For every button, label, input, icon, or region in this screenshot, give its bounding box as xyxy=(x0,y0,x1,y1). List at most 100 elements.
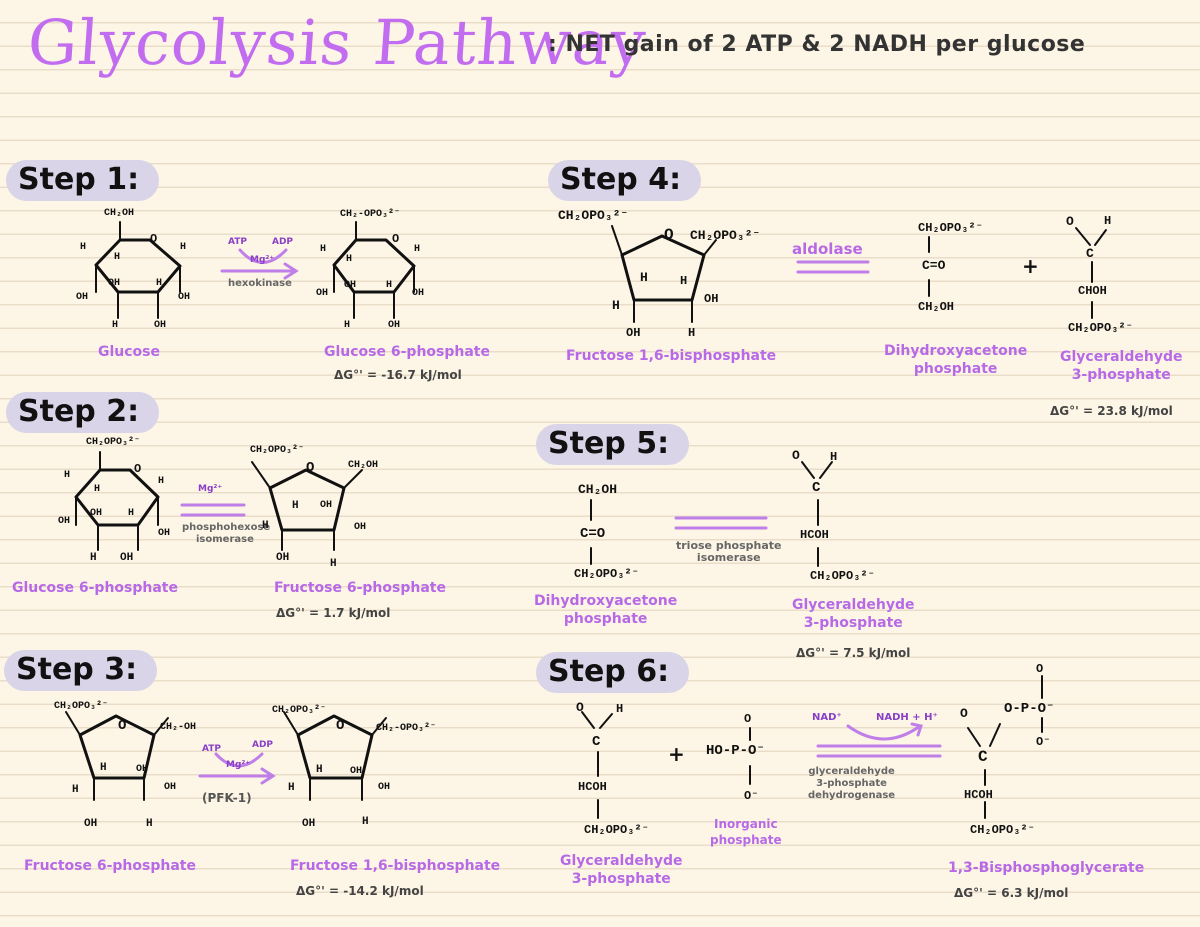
atom-oh: OH xyxy=(316,288,329,299)
step3-ring-oxygen: O xyxy=(118,718,127,734)
atom-h: H xyxy=(112,320,119,331)
step2-ring-oxygen: O xyxy=(134,462,142,476)
atom-c: C xyxy=(978,748,988,766)
atom-h: H xyxy=(320,244,327,255)
atom-oh: OH xyxy=(154,320,167,331)
atom-h: H xyxy=(158,476,165,487)
step6-reactant2-name: Inorganic phosphate xyxy=(710,816,782,848)
step6-reactant2-line1: Inorganic xyxy=(713,817,778,831)
atom-h: H xyxy=(316,764,323,776)
plus-sign: + xyxy=(1022,254,1039,278)
step6-g3p-line2: CH₂OPO₃²⁻ xyxy=(584,823,649,837)
step5-dhap-line3: CH₂OPO₃²⁻ xyxy=(574,567,639,581)
step6-bpg-phosphate: O-P-O⁻ xyxy=(1004,701,1055,717)
step3-label: Step 3: xyxy=(4,650,158,691)
atom-h: H xyxy=(80,242,87,253)
step4-product2-line1: Glyceraldehyde xyxy=(1060,349,1183,365)
step1-ring-oxygen: O xyxy=(150,232,158,246)
atom-h: H xyxy=(100,762,107,774)
step6-enzyme: glyceraldehyde 3-phosphate dehydrogenase xyxy=(808,766,895,802)
step4-reactant-name: Fructose 1,6-bisphosphate xyxy=(566,348,777,364)
atom-h: H xyxy=(386,280,393,291)
atom-h: H xyxy=(1104,214,1112,228)
atom-oh: OH xyxy=(344,280,357,291)
step2-delta-g: ΔG°' = 1.7 kJ/mol xyxy=(276,606,391,620)
atom-o: O xyxy=(792,448,800,463)
step1-enzyme: hexokinase xyxy=(228,278,292,289)
step4-product1-name: Dihydroxyacetone phosphate xyxy=(884,342,1027,378)
step6-reactant1-name: Glyceraldehyde 3-phosphate xyxy=(560,852,683,888)
atom-h: H xyxy=(292,500,299,512)
step6-enzyme-line2: 3-phosphate xyxy=(816,778,887,789)
atom-h: H xyxy=(262,520,269,532)
atom-oh: OH xyxy=(178,292,191,303)
atom-h: H xyxy=(344,320,351,331)
atom-c: C xyxy=(812,480,821,496)
step2-label: Step 2: xyxy=(6,392,160,433)
atom-o: O xyxy=(744,712,752,726)
atom-c: C xyxy=(1086,246,1094,261)
step5-product-line2: 3-phosphate xyxy=(803,615,903,631)
step6-cofactor-out: NADH + H⁺ xyxy=(876,712,938,723)
atom-oh: OH xyxy=(58,516,71,527)
atom-h: H xyxy=(362,816,369,828)
step2-g6p-ring xyxy=(74,468,160,527)
atom-h: H xyxy=(90,552,97,564)
atom-o: O xyxy=(576,700,584,715)
step3-product-left-group: CH₂OPO₃²⁻ xyxy=(272,705,327,716)
atom-h: H xyxy=(616,702,624,716)
step4-f16bp-ring xyxy=(620,234,706,302)
atom-o-minus: O⁻ xyxy=(744,789,759,803)
atom-oh: OH xyxy=(120,552,134,564)
step4-product2-name: Glyceraldehyde 3-phosphate xyxy=(1060,348,1183,384)
atom-oh: OH xyxy=(108,278,121,289)
step2-product-name: Fructose 6-phosphate xyxy=(274,580,446,596)
step6-bpg-line2: CH₂OPO₃²⁻ xyxy=(970,823,1035,837)
atom-oh: OH xyxy=(320,500,333,511)
step1-reactant-name: Glucose xyxy=(98,344,161,360)
step4-delta-g: ΔG°' = 23.8 kJ/mol xyxy=(1050,404,1173,418)
step3-product-ring-oxygen: O xyxy=(336,718,345,734)
atom-oh: OH xyxy=(276,552,290,564)
step1-label: Step 1: xyxy=(6,160,160,201)
step1-reactant-top-group: CH₂OH xyxy=(104,208,135,219)
step3-reactant-right-group: CH₂-OH xyxy=(160,722,197,733)
step5-reactant-line1: Dihydroxyacetone xyxy=(534,593,678,609)
step3-product-name: Fructose 1,6-bisphosphate xyxy=(290,858,501,874)
atom-h: H xyxy=(288,782,295,794)
atom-oh: OH xyxy=(704,292,719,306)
step6-g3p-line1: HCOH xyxy=(578,780,607,794)
atom-oh: OH xyxy=(302,818,316,830)
atom-h: H xyxy=(346,254,353,265)
step4-dhap-line3: CH₂OH xyxy=(918,300,955,314)
step6-reactant2-line2: phosphate xyxy=(710,833,782,847)
atom-c: C xyxy=(592,734,601,750)
page-subtitle: : NET gain of 2 ATP & 2 NADH per glucose xyxy=(548,32,1086,57)
step5-g3p-line2: CH₂OPO₃²⁻ xyxy=(810,569,875,583)
step3-reactant-name: Fructose 6-phosphate xyxy=(24,858,196,874)
atom-oh: OH xyxy=(626,326,641,340)
atom-h: H xyxy=(156,278,163,289)
step6-label: Step 6: xyxy=(536,652,690,693)
step5-dhap-line1: CH₂OH xyxy=(578,482,618,497)
step5-reactant-line2: phosphate xyxy=(563,611,648,627)
step6-enzyme-line1: glyceraldehyde xyxy=(808,766,895,777)
step6-bpg-line1: HCOH xyxy=(964,788,993,802)
f16bp-ring xyxy=(296,714,374,780)
atom-h: H xyxy=(94,484,101,495)
step1-product-name: Glucose 6-phosphate xyxy=(324,344,490,360)
step5-product-name: Glyceraldehyde 3-phosphate xyxy=(792,596,915,632)
atom-o-minus: O⁻ xyxy=(1036,735,1051,749)
step5-dhap-line2: C=O xyxy=(580,526,606,542)
atom-h: H xyxy=(114,252,121,263)
step6-delta-g: ΔG°' = 6.3 kJ/mol xyxy=(954,886,1069,900)
atom-h: H xyxy=(830,450,838,464)
step6-cofactor-in: NAD⁺ xyxy=(812,712,842,723)
step5-product-line1: Glyceraldehyde xyxy=(792,597,915,613)
atom-o: O xyxy=(1066,214,1074,229)
step2-enzyme-line1: phosphohexose xyxy=(182,522,271,533)
step4-reactant-left-group: CH₂OPO₃²⁻ xyxy=(558,208,629,223)
atom-h: H xyxy=(688,326,696,340)
atom-oh: OH xyxy=(388,320,401,331)
